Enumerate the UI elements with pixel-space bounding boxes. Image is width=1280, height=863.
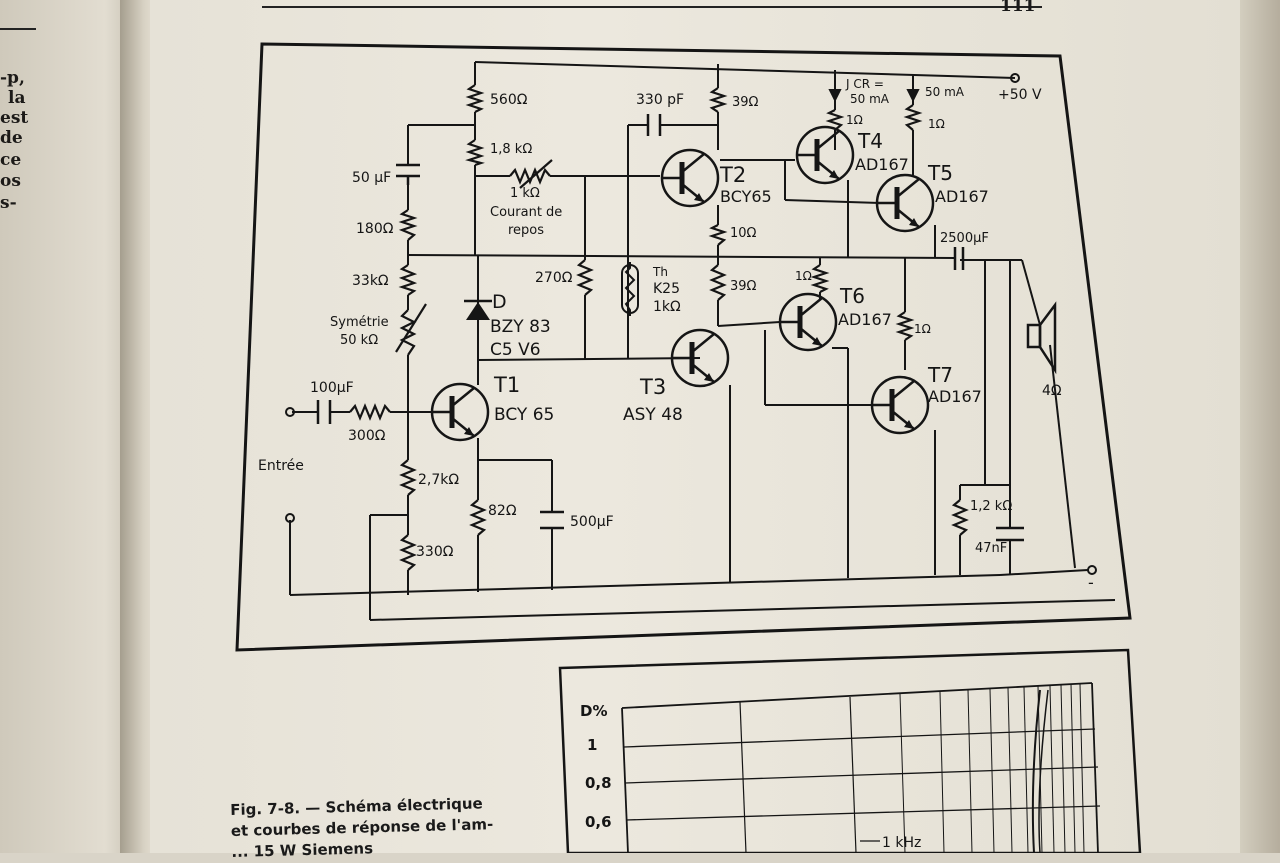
t2-type: BCY65 xyxy=(720,187,772,206)
r1k8-label: 1,8 kΩ xyxy=(490,142,532,157)
t6-label: T5 xyxy=(927,161,953,185)
r82-label: 82Ω xyxy=(488,503,517,519)
r1b-label: 1Ω xyxy=(928,117,945,131)
t1-label: T1 xyxy=(493,373,520,397)
zener-diode xyxy=(464,299,492,320)
resistors xyxy=(349,84,969,571)
courant-label-2: repos xyxy=(508,223,544,238)
r560-label: 560Ω xyxy=(490,92,528,108)
t5-type: AD167 xyxy=(838,310,892,329)
capacitors xyxy=(316,114,1024,542)
r330-label: 330Ω xyxy=(416,544,454,560)
r1k2-label: 1,2 kΩ xyxy=(970,499,1012,514)
c500u-label: 500µF xyxy=(570,514,614,530)
r1a-label: 1Ω xyxy=(846,113,863,127)
r300-label: 300Ω xyxy=(348,428,386,444)
r1d-label: 1Ω xyxy=(914,322,931,336)
thermistor-value: 1kΩ xyxy=(653,299,681,315)
r1c-label: 1Ω xyxy=(795,269,812,283)
diode-type-2: C5 V6 xyxy=(490,340,541,360)
graph-ytick: 0,6 xyxy=(585,813,612,831)
t1-type: BCY 65 xyxy=(494,405,554,425)
symetrie-label-1: Symétrie xyxy=(330,315,389,330)
left-page-rule xyxy=(0,28,36,30)
r39b-label: 39Ω xyxy=(730,279,757,294)
thermistor-id: Th xyxy=(652,265,668,279)
left-text-fragment: s- xyxy=(0,193,17,213)
t6-type: AD167 xyxy=(935,187,989,206)
r180-label: 180Ω xyxy=(356,221,394,237)
supply-label: +50 V xyxy=(998,87,1042,103)
page-number: 111 xyxy=(1000,0,1036,16)
circuit-wiring xyxy=(285,61,1116,621)
jcr-label-2: 50 mA xyxy=(850,92,890,106)
current-arrows xyxy=(828,75,920,103)
current-50ma-label: 50 mA xyxy=(925,85,965,99)
symetrie-label-2: 50 kΩ xyxy=(340,333,378,348)
minus-label: - xyxy=(1088,573,1094,592)
jcr-label-1: J CR = xyxy=(845,77,884,91)
t7-label: T7 xyxy=(927,363,953,387)
graph-ylabel: D% xyxy=(580,702,607,720)
r10-label: 10Ω xyxy=(730,226,757,241)
t3-label: T3 xyxy=(639,375,666,399)
thermistor xyxy=(621,262,639,316)
thermistor-type: K25 xyxy=(653,281,680,297)
courant-label-1: Courant de xyxy=(490,205,562,220)
c47n-label: 47nF xyxy=(975,541,1007,556)
left-text-fragment: la xyxy=(8,88,26,108)
t2-label: T2 xyxy=(719,163,746,187)
t7-type: AD167 xyxy=(928,387,982,406)
speaker-label: 4Ω xyxy=(1042,383,1062,399)
r2k7-label: 2,7kΩ xyxy=(418,472,459,488)
rpot-label: 1 kΩ xyxy=(510,186,540,201)
r33k-label: 33kΩ xyxy=(352,273,389,289)
speaker-icon xyxy=(1026,301,1057,375)
c330p-label: 330 pF xyxy=(636,92,684,108)
diode-id: D xyxy=(492,291,507,313)
schematic-frame xyxy=(235,42,1132,652)
left-text-fragment: os xyxy=(0,171,21,191)
c2500u-label: 2500µF xyxy=(940,231,989,246)
graph-ytick: 1 xyxy=(587,736,597,754)
c100u-label: 100µF xyxy=(310,380,354,396)
left-text-fragment: ce xyxy=(0,150,22,170)
graph-ytick: 0,8 xyxy=(585,774,612,792)
left-text-fragment: -p, xyxy=(0,68,25,88)
t3-type: ASY 48 xyxy=(623,405,683,425)
t5-label: T6 xyxy=(839,284,865,308)
graph-annotation: 1 kHz xyxy=(882,835,921,851)
t4-type: AD167 xyxy=(855,155,909,174)
r270-label: 270Ω xyxy=(535,270,573,286)
r39a-label: 39Ω xyxy=(732,95,759,110)
left-text-fragment: est xyxy=(0,108,29,128)
page-edge xyxy=(1240,0,1280,853)
c50u-label: 50 µF xyxy=(352,170,391,186)
header-rule xyxy=(262,6,1042,8)
diode-type-1: BZY 83 xyxy=(490,317,551,337)
entree-label: Entrée xyxy=(258,458,304,474)
response-graph xyxy=(558,648,1142,853)
t4-label: T4 xyxy=(857,129,883,153)
left-text-fragment: de xyxy=(0,128,23,148)
